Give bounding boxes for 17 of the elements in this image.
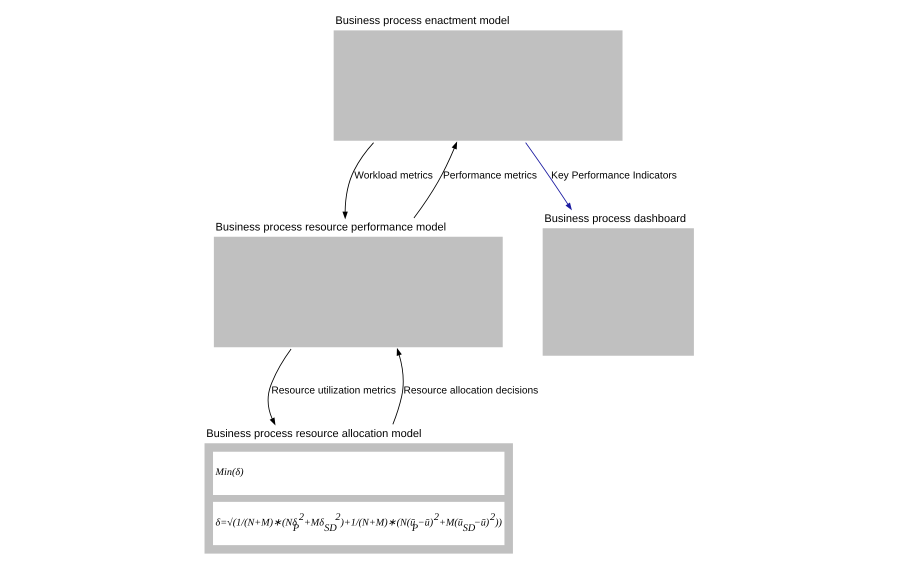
- arrow: [342, 142, 374, 220]
- node-label: Business process dashboard: [544, 212, 686, 225]
- edge-label: Key Performance Indicators: [550, 170, 676, 182]
- node-label: Business process resource allocation model: [206, 428, 421, 440]
- node-box: [213, 236, 502, 348]
- node-label: Business process resource performance model: [215, 221, 446, 234]
- edge-label: Resource utilization metrics: [270, 386, 396, 397]
- edge-label: Performance metrics: [442, 170, 536, 182]
- arrow: [267, 348, 292, 426]
- arrow: [392, 348, 404, 425]
- node-box: [333, 30, 622, 141]
- edge-label: Workload metrics: [354, 170, 432, 182]
- node-box: [542, 228, 694, 356]
- arrow: [413, 141, 457, 218]
- edge-label: Resource allocation decisions: [402, 386, 538, 397]
- node-label: Business process enactment model: [334, 14, 510, 27]
- arrow: [524, 142, 572, 210]
